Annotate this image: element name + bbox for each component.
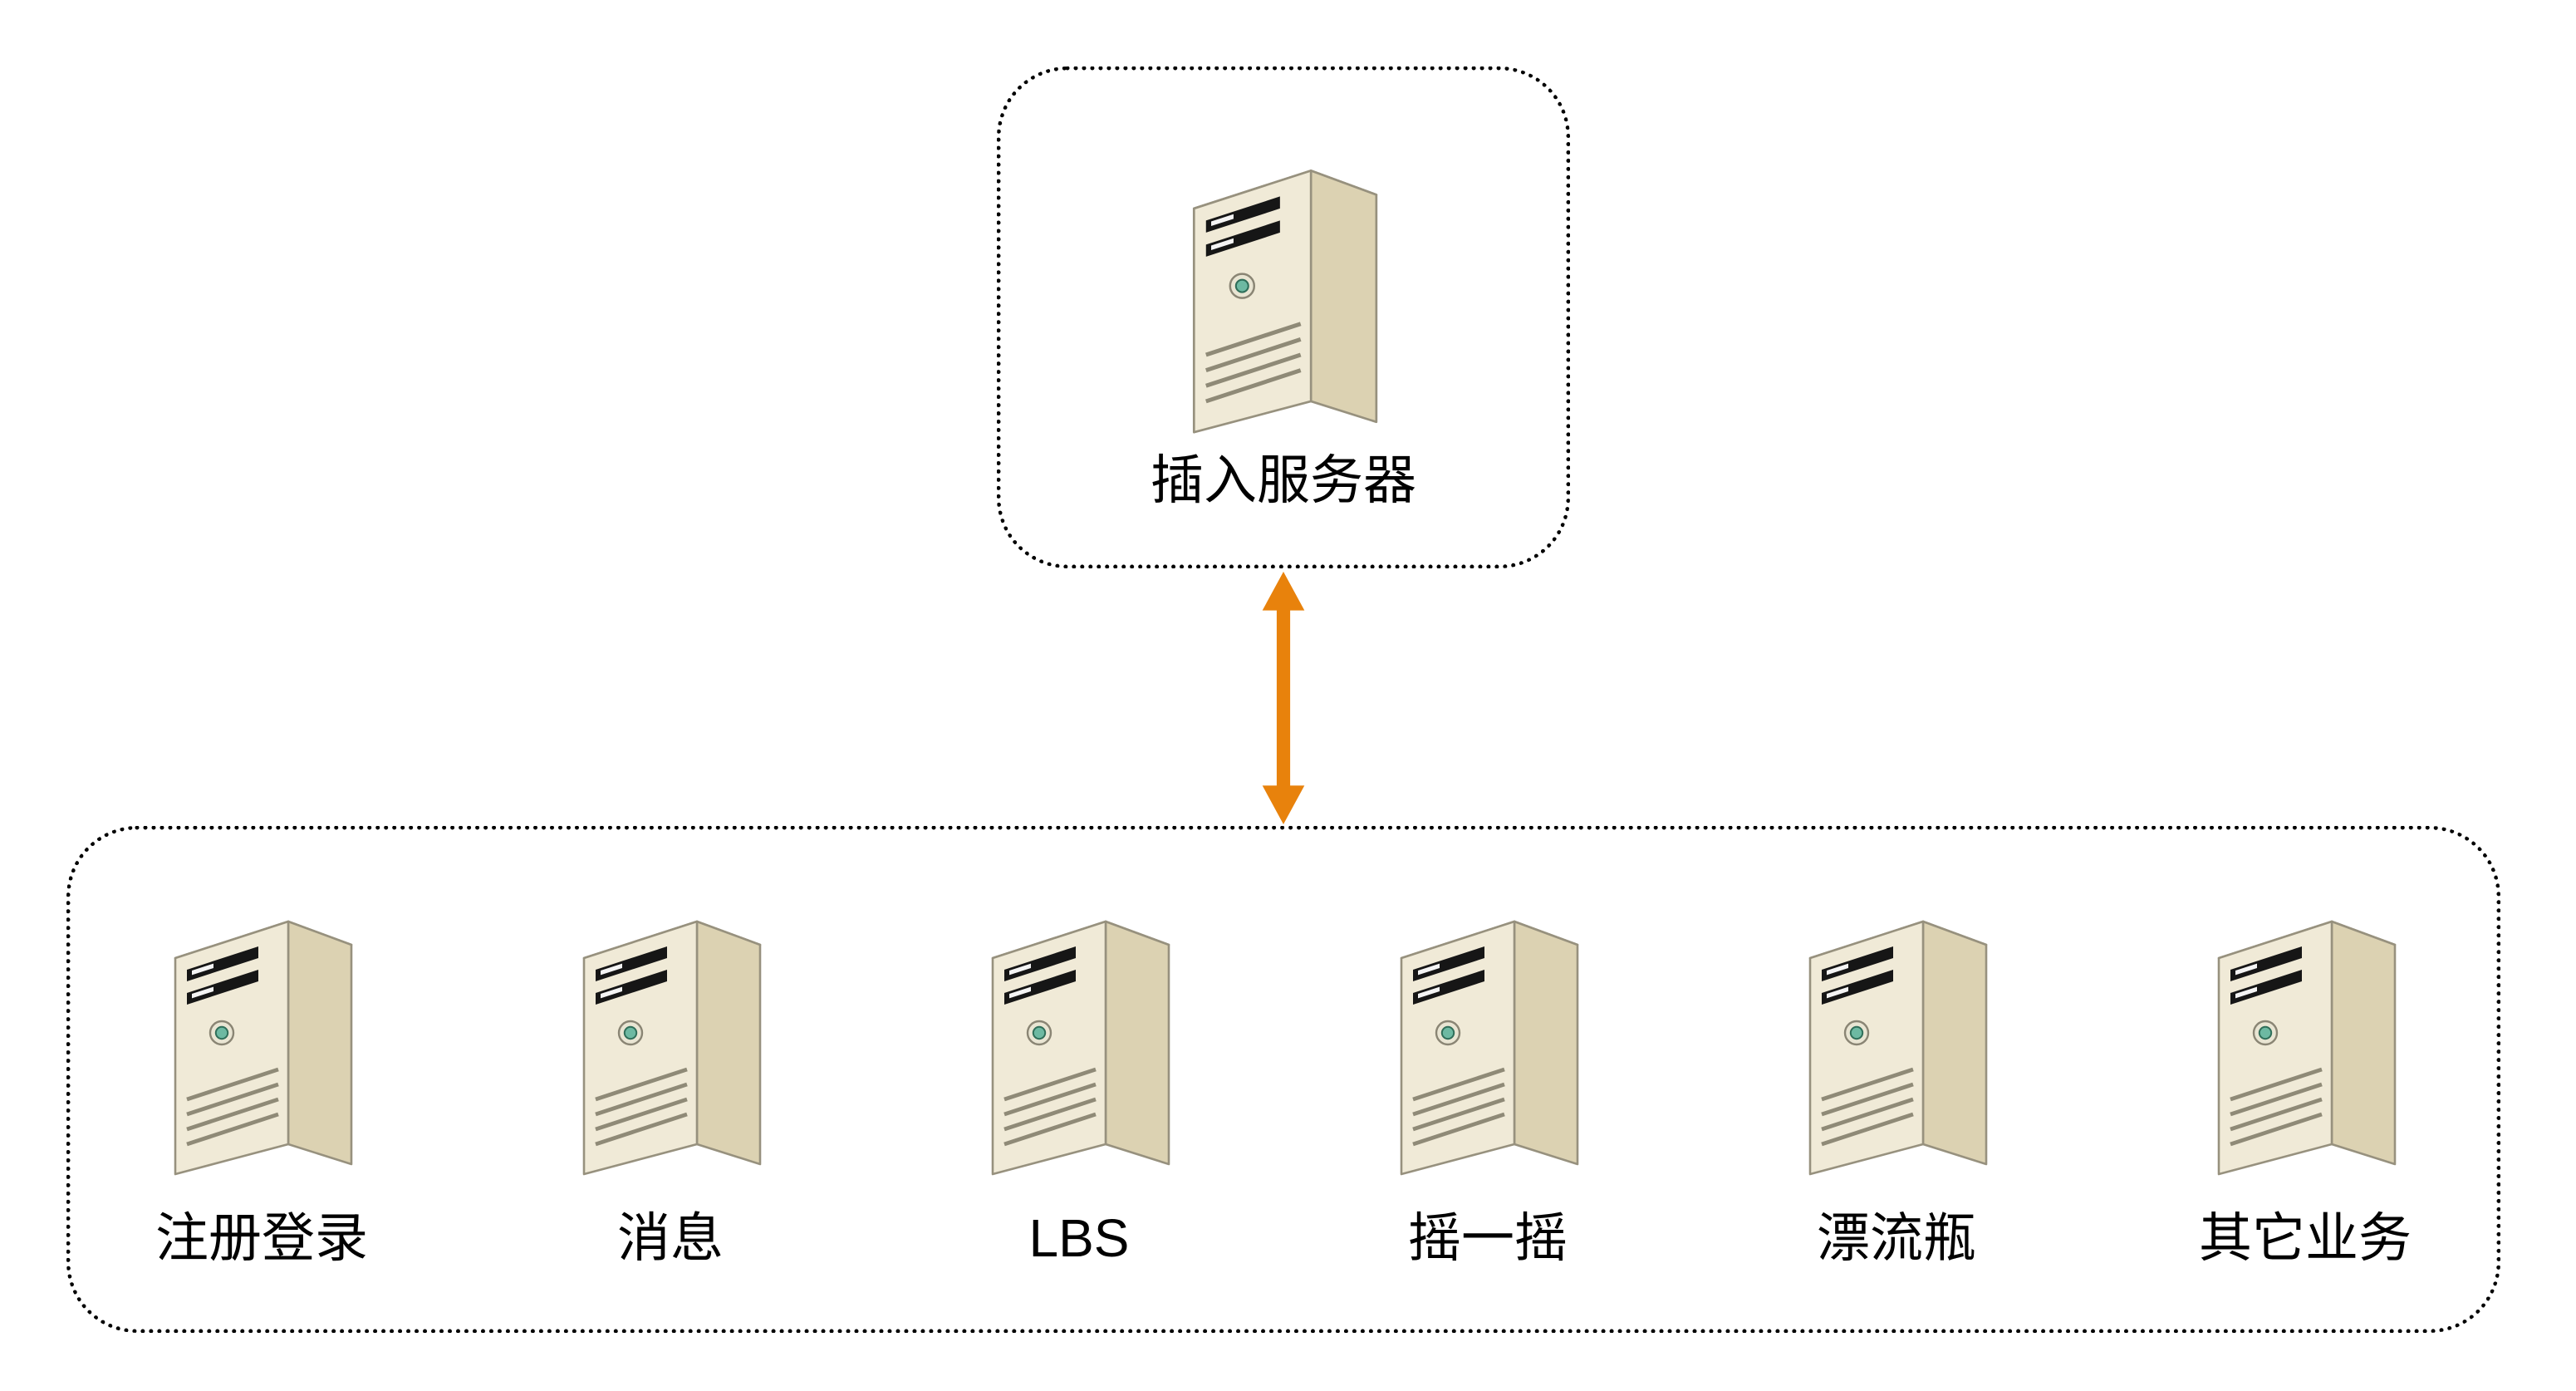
service-node-label: LBS [1028,1208,1130,1268]
server-tower-icon [554,872,787,1187]
insert-server-group-box: 插入服务器 [997,66,1570,568]
bidirectional-arrow-icon [1257,570,1310,826]
service-node-shake: 摇一摇 [1313,872,1662,1267]
services-group-box: 注册登录 消息 LBS 摇一摇 漂流瓶 [66,826,2500,1333]
server-tower-icon [1371,872,1604,1187]
service-node-label: 注册登录 [155,1208,368,1268]
server-tower-icon [2189,872,2421,1187]
service-node-label: 消息 [617,1208,724,1268]
server-tower-icon [1163,119,1404,446]
service-node-message: 消息 [496,872,845,1267]
service-node-drift-bottle: 漂流瓶 [1722,872,2071,1267]
service-node-label: 漂流瓶 [1817,1208,1976,1268]
insert-server-label: 插入服务器 [1151,450,1416,510]
service-node-label: 其它业务 [2199,1208,2412,1268]
service-node-other-business: 其它业务 [2131,872,2480,1267]
server-tower-icon [963,872,1195,1187]
double-headed-arrow-icon [1257,570,1310,826]
service-node-register-login: 注册登录 [87,872,436,1267]
service-node-lbs: LBS [905,872,1254,1267]
server-tower-icon [145,872,378,1187]
server-tower-icon [1780,872,2013,1187]
service-node-label: 摇一摇 [1408,1208,1568,1268]
